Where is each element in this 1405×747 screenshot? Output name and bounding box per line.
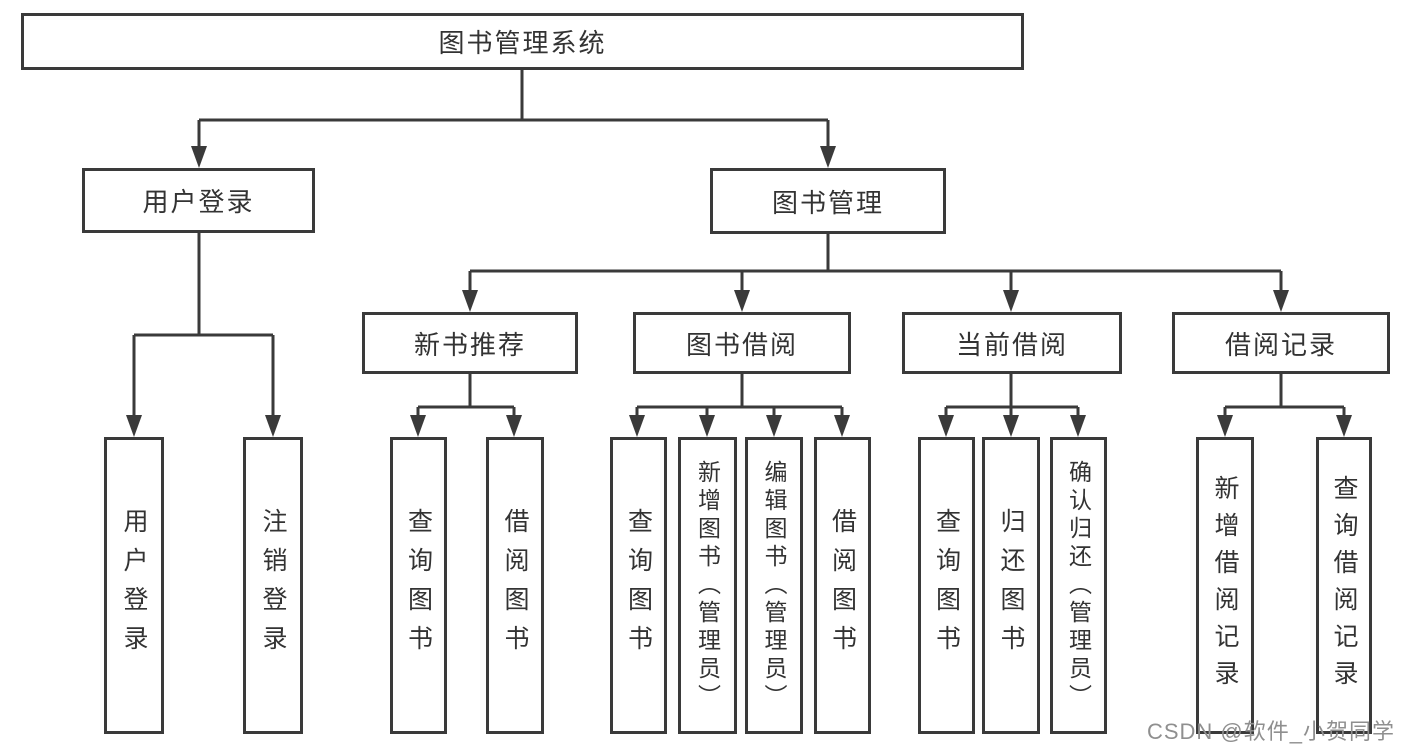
node-user-login: 用户登录 [82,168,315,233]
node-label: 借阅图书 [828,507,857,664]
node-library-management-system: 图书管理系统 [21,13,1024,70]
node-label: 借阅记录 [1224,329,1337,360]
node-label: 新增图书（管理员） [694,459,721,712]
node-label: 当前借阅 [955,329,1068,360]
leaf-logout: 注销登录 [243,437,303,734]
node-label: 用户登录 [120,507,148,664]
node-label: 编辑图书（管理员） [761,459,787,712]
node-label: 查询图书 [932,507,961,664]
leaf-user-login: 用户登录 [104,437,164,734]
node-label: 查询借阅记录 [1330,474,1358,697]
node-label: 图书管理系统 [438,28,607,58]
leaf-edit-books-admin: 编辑图书（管理员） [745,437,803,734]
node-book-borrow: 图书借阅 [633,312,851,374]
leaf-confirm-return-admin: 确认归还（管理员） [1050,437,1107,734]
csdn-watermark: CSDN @软件_小贺同学 [1146,719,1395,744]
node-borrow-records: 借阅记录 [1172,312,1390,374]
node-label: 新书推荐 [413,329,526,360]
leaf-query-borrow-record: 查询借阅记录 [1316,437,1372,734]
node-label: 新增借阅记录 [1211,474,1239,697]
node-label: 用户登录 [142,187,255,217]
leaf-borrow-books: 借阅图书 [814,437,871,734]
node-label: 图书管理 [771,187,884,218]
node-label: 图书借阅 [685,329,798,360]
node-new-book-recommend: 新书推荐 [362,312,578,374]
node-current-borrow: 当前借阅 [902,312,1122,374]
leaf-return-books: 归还图书 [982,437,1040,734]
leaf-query-books-current: 查询图书 [918,437,975,734]
node-label: 查询图书 [624,507,653,664]
node-label: 确认归还（管理员） [1065,459,1092,712]
node-book-management: 图书管理 [710,168,946,234]
node-label: 归还图书 [997,507,1025,664]
node-label: 借阅图书 [501,507,529,664]
leaf-query-books-recommend: 查询图书 [390,437,447,734]
leaf-add-borrow-record: 新增借阅记录 [1196,437,1254,734]
node-label: 查询图书 [404,507,433,664]
leaf-add-books-admin: 新增图书（管理员） [678,437,737,734]
node-label: 注销登录 [259,507,287,664]
arrowheads [126,146,1352,437]
leaf-borrow-books-recommend: 借阅图书 [486,437,544,734]
leaf-query-books-borrow: 查询图书 [610,437,667,734]
